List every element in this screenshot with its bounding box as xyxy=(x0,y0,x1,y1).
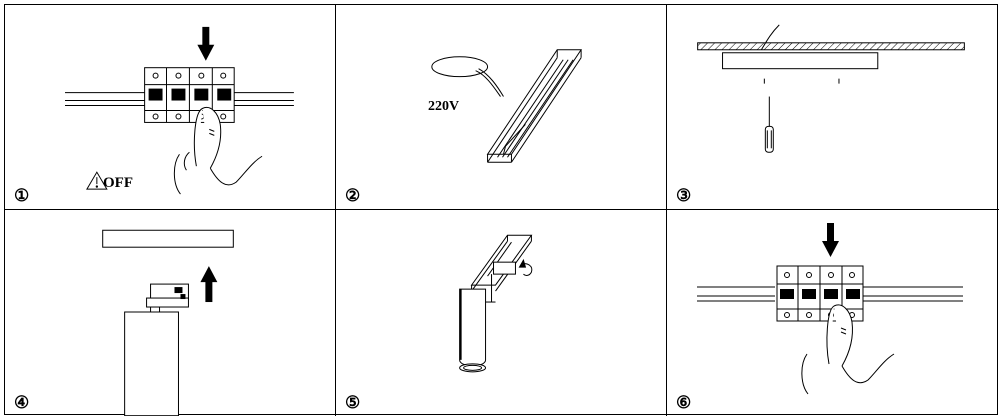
off-warning-label: OFF xyxy=(103,175,133,191)
up-arrow-icon xyxy=(200,266,218,303)
step-number: ③ xyxy=(676,186,692,206)
voltage-label: 220V xyxy=(428,99,460,114)
step-5-panel: ⑤ xyxy=(336,210,667,416)
step-6-illustration xyxy=(697,223,963,395)
step-3-illustration xyxy=(697,24,965,153)
step-number: ② xyxy=(345,186,361,206)
warning-triangle-icon xyxy=(86,171,108,190)
step-5-illustration xyxy=(459,234,533,373)
down-arrow-icon xyxy=(822,223,839,257)
step-2-illustration xyxy=(431,49,583,163)
step-3-panel: ③ xyxy=(667,5,999,210)
step-2-panel: 220V ② xyxy=(336,5,667,210)
step-grid: OFF ① xyxy=(4,4,999,416)
down-arrow-icon xyxy=(197,26,215,61)
step-number: ⑥ xyxy=(676,393,692,413)
step-4-illustration xyxy=(102,229,234,416)
screwdriver-icon xyxy=(764,96,774,153)
step-1-illustration xyxy=(65,26,294,195)
step-6-panel: ⑥ xyxy=(667,210,999,416)
step-number: ① xyxy=(14,186,30,206)
rotate-arrow-icon xyxy=(518,258,533,276)
step-number: ⑤ xyxy=(345,393,361,413)
step-number: ④ xyxy=(14,393,30,413)
step-1-panel: OFF ① xyxy=(5,5,336,210)
step-4-panel: ④ xyxy=(5,210,336,416)
